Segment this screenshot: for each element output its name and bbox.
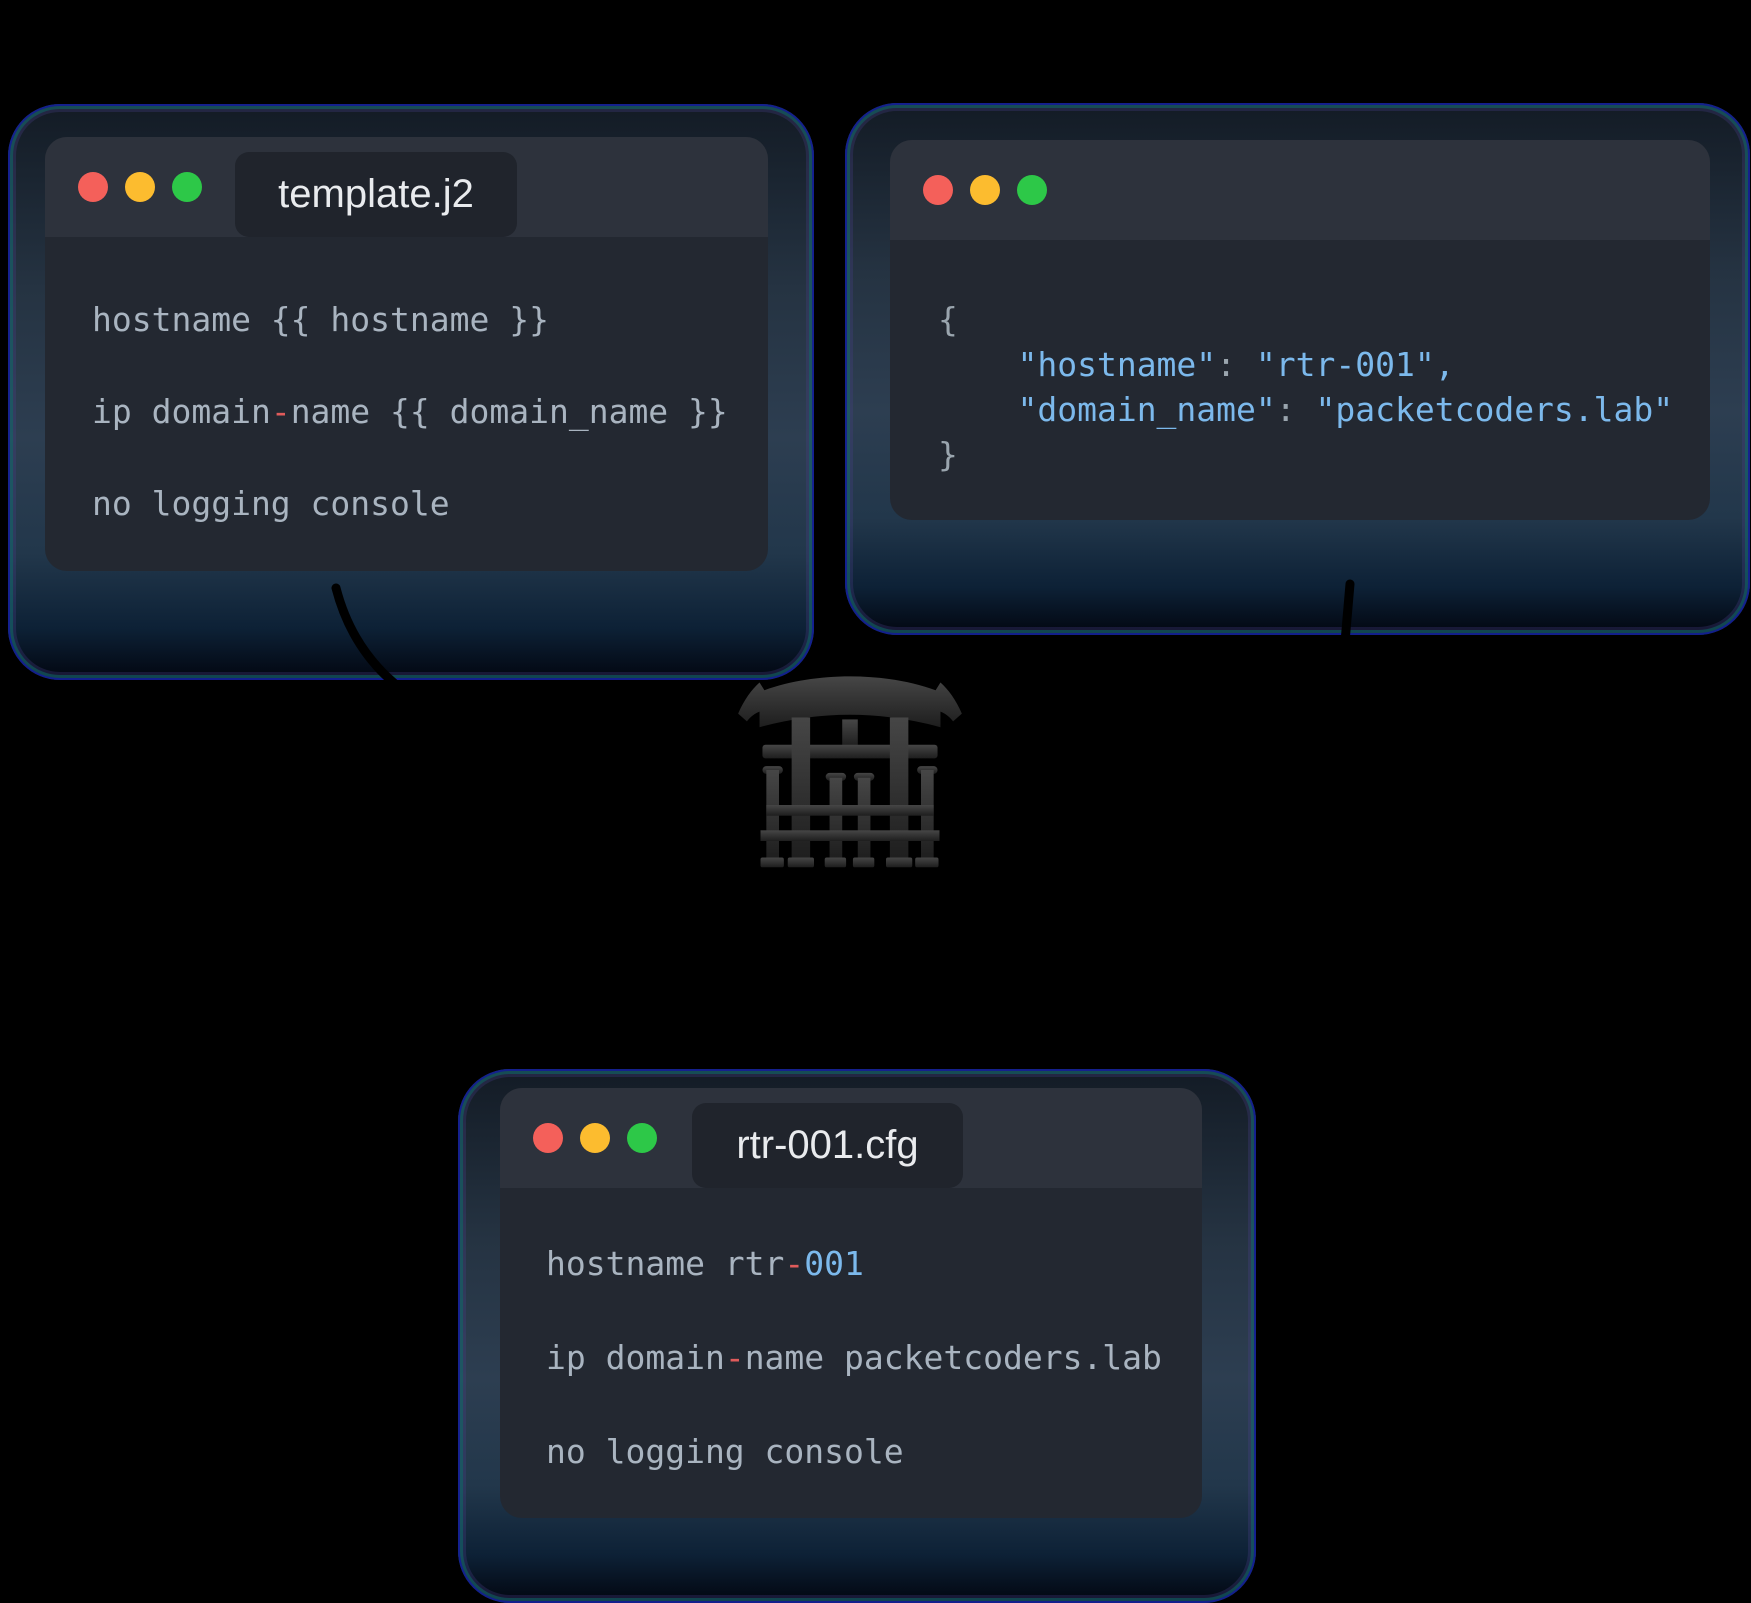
code-line: hostname {{ hostname }}: [92, 300, 549, 339]
traffic-lights: [923, 175, 1047, 205]
close-button[interactable]: [923, 175, 953, 205]
code-line: }: [938, 435, 958, 474]
data-window-glow: { "hostname": "rtr-001", "domain_name": …: [845, 103, 1750, 635]
minimize-button[interactable]: [580, 1123, 610, 1153]
code-line: no logging console: [546, 1432, 904, 1471]
minimize-button[interactable]: [125, 172, 155, 202]
rendered-config-code: hostname rtr-001 ip domain-name packetcod…: [500, 1188, 1202, 1499]
tab-template-j2[interactable]: template.j2: [235, 152, 517, 237]
output-window: rtr-001.cfg hostname rtr-001 ip domain-na…: [500, 1088, 1202, 1518]
code-line: {: [938, 300, 958, 339]
titlebar: [890, 140, 1710, 240]
tab-label: template.j2: [278, 172, 474, 216]
titlebar: template.j2: [45, 137, 768, 237]
template-code: hostname {{ hostname }} ip domain-name {{…: [45, 237, 768, 550]
code-line: no logging console: [92, 484, 450, 523]
maximize-button[interactable]: [627, 1123, 657, 1153]
code-line: "hostname": "rtr-001",: [1017, 345, 1455, 384]
titlebar: rtr-001.cfg: [500, 1088, 1202, 1188]
close-button[interactable]: [533, 1123, 563, 1153]
code-line: ip domain-name {{ domain_name }}: [92, 392, 728, 431]
jinja-torii-gate-icon: [738, 676, 962, 868]
close-button[interactable]: [78, 172, 108, 202]
tab-label: rtr-001.cfg: [736, 1123, 919, 1167]
json-data-code: { "hostname": "rtr-001", "domain_name": …: [890, 240, 1710, 477]
template-window-glow: template.j2 hostname {{ hostname }} ip do…: [8, 104, 814, 680]
code-line: ip domain-name packetcoders.lab: [546, 1338, 1162, 1377]
tab-rtr-001-cfg[interactable]: rtr-001.cfg: [692, 1103, 963, 1188]
output-window-glow: rtr-001.cfg hostname rtr-001 ip domain-na…: [458, 1069, 1256, 1603]
traffic-lights: [78, 172, 202, 202]
data-window: { "hostname": "rtr-001", "domain_name": …: [890, 140, 1710, 520]
maximize-button[interactable]: [1017, 175, 1047, 205]
maximize-button[interactable]: [172, 172, 202, 202]
template-window: template.j2 hostname {{ hostname }} ip do…: [45, 137, 768, 571]
code-line: "domain_name": "packetcoders.lab": [1017, 390, 1674, 429]
traffic-lights: [533, 1123, 657, 1153]
minimize-button[interactable]: [970, 175, 1000, 205]
code-line: hostname rtr-001: [546, 1244, 864, 1283]
